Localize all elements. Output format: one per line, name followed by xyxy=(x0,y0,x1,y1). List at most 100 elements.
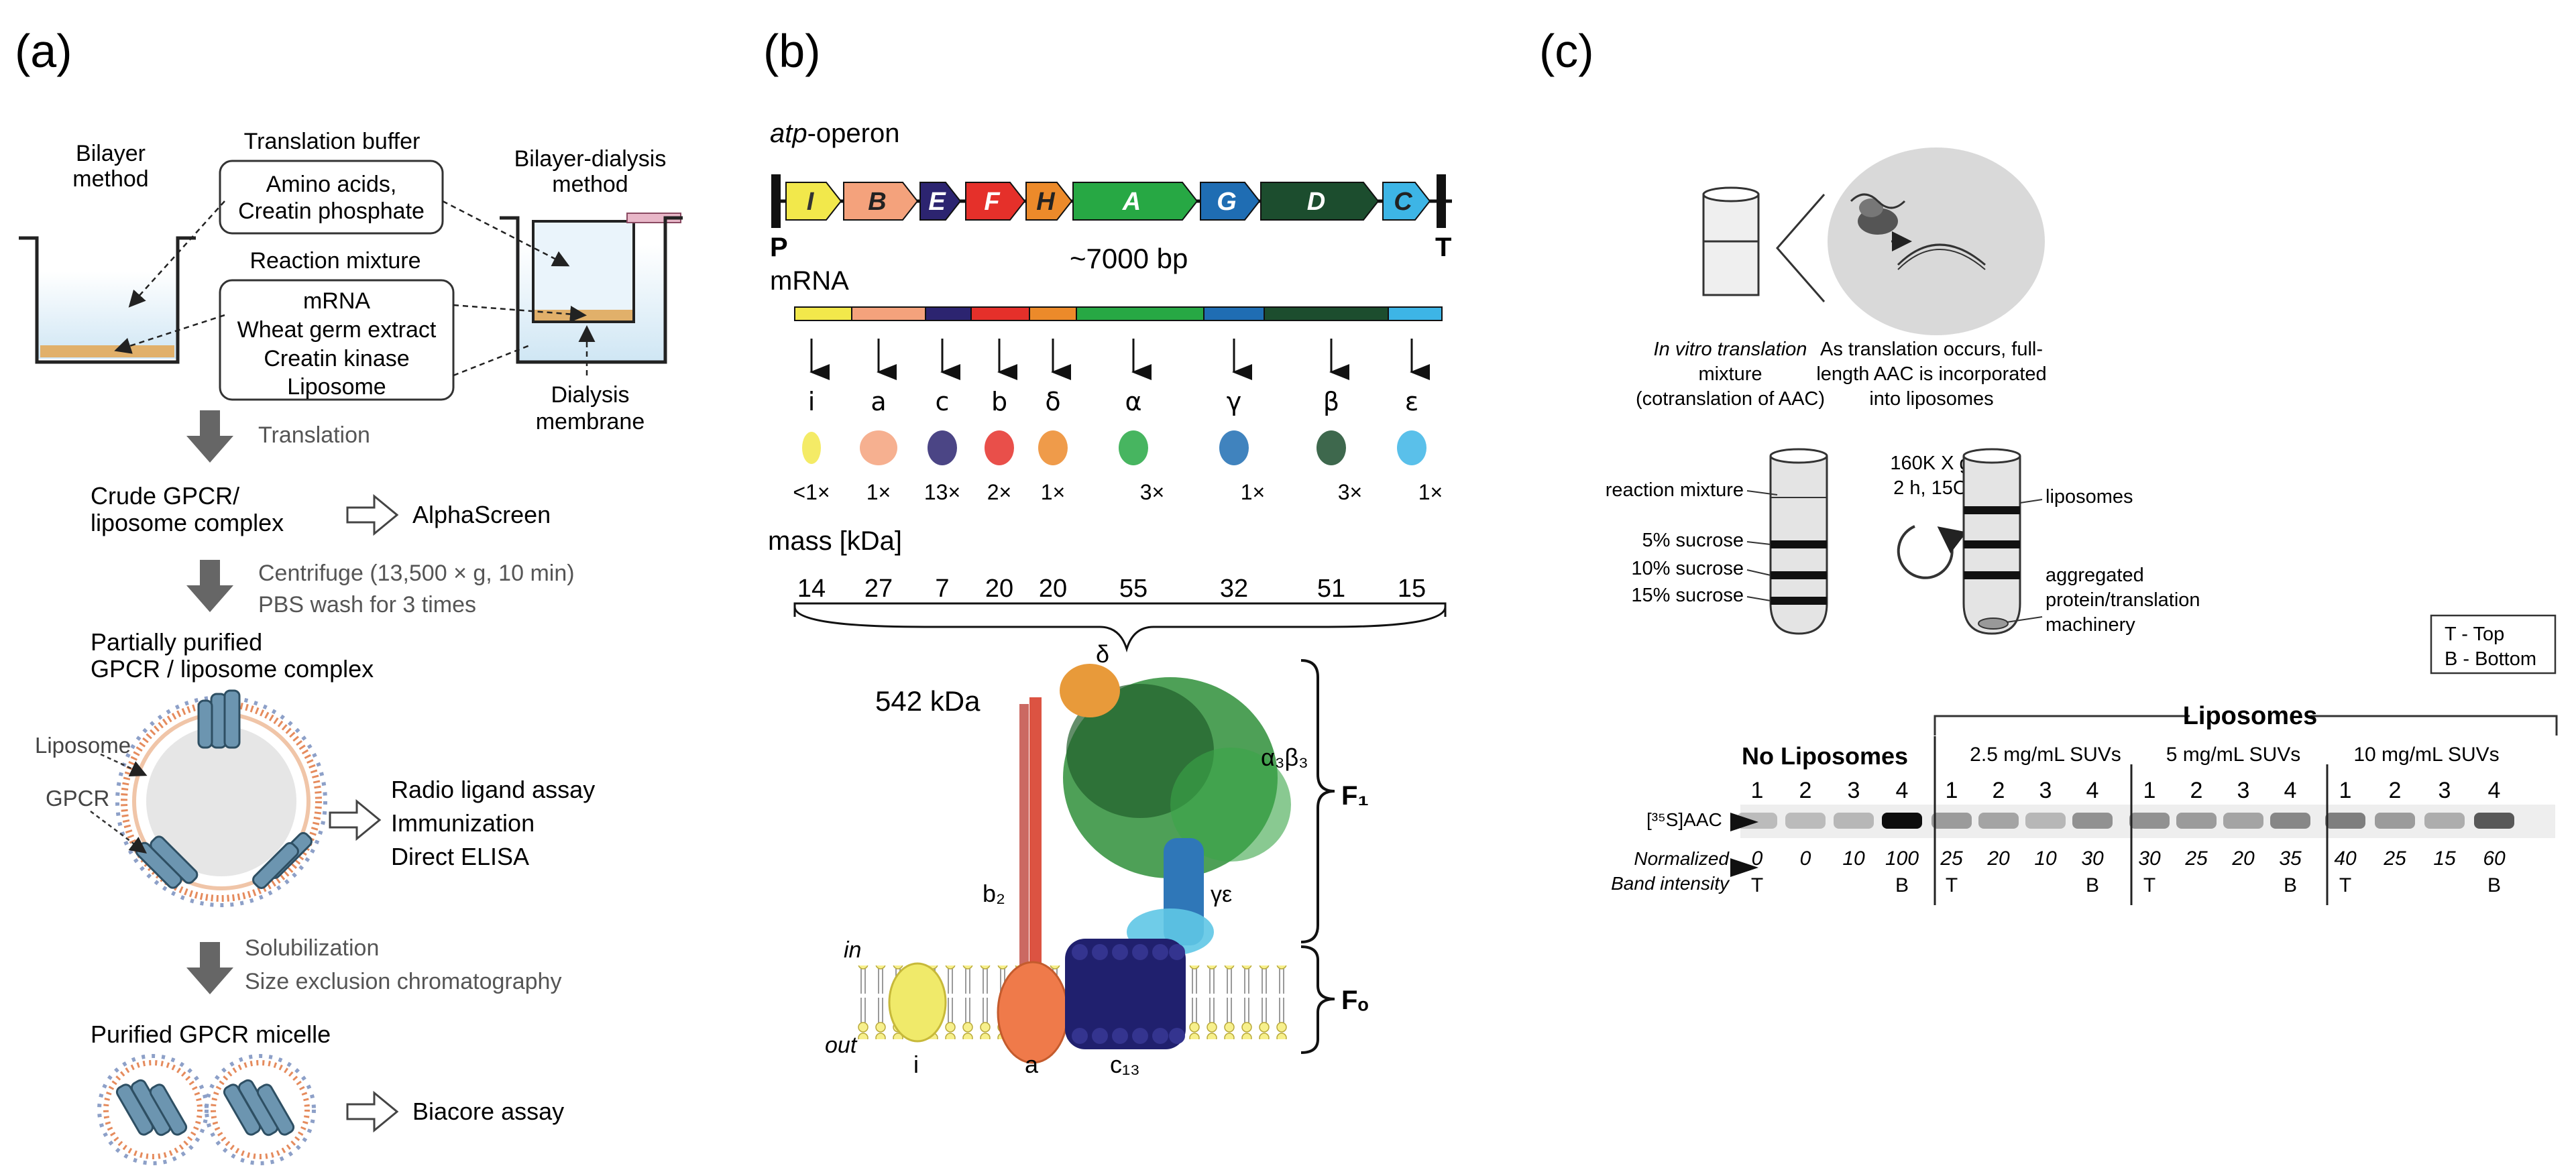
gene-label: I xyxy=(807,188,815,216)
dialysis-membrane-label-2: membrane xyxy=(536,409,645,434)
assay-label: Direct ELISA xyxy=(391,843,529,870)
gene-label: B xyxy=(868,188,886,216)
translation-buffer-item: Amino acids, xyxy=(266,172,397,197)
sucrose-label: 15% sucrose xyxy=(1631,585,1744,606)
crude-complex-label: Crude GPCR/ xyxy=(91,482,239,510)
spin-arrow-icon xyxy=(1897,525,1967,579)
legend-box xyxy=(2430,614,2557,675)
subunit-symbol: a xyxy=(871,387,886,416)
subunit-shape xyxy=(1038,430,1068,465)
gel-band xyxy=(2270,813,2310,829)
band-intensity: 35 xyxy=(2279,847,2302,870)
reaction-mixture-box xyxy=(219,279,455,401)
lane-number: 4 xyxy=(2488,778,2501,803)
band-intensity: 30 xyxy=(2138,847,2161,870)
subunit-symbol: b xyxy=(991,387,1007,416)
alpha3beta3-label: α₃β₃ xyxy=(1261,744,1308,771)
legend-bottom: B - Bottom xyxy=(2445,648,2536,670)
panel-a-label: (a) xyxy=(15,25,72,77)
subunit-shape xyxy=(1397,430,1426,465)
f1-label: F₁ xyxy=(1341,781,1369,811)
subunit-shape xyxy=(985,430,1014,465)
a-label: a xyxy=(1025,1051,1039,1078)
legend-top: T - Top xyxy=(2445,624,2504,645)
gel-band xyxy=(1978,813,2019,829)
lane-number: 4 xyxy=(1896,778,1909,803)
terminator-label: T xyxy=(1435,233,1451,262)
gene-arrow xyxy=(1072,182,1198,221)
reaction-mixture-item: mRNA xyxy=(303,288,370,314)
reaction-mixture-title: Reaction mixture xyxy=(249,248,421,274)
liposome-illustration xyxy=(115,689,327,907)
step-translation: Translation xyxy=(258,422,370,448)
gene-arrow xyxy=(1260,182,1380,221)
band-intensity: 20 xyxy=(1986,847,2010,870)
subunit-copies: <1× xyxy=(793,480,830,504)
biacore-label: Biacore assay xyxy=(412,1098,564,1125)
right-arrow-icon xyxy=(346,1090,399,1133)
bracket xyxy=(793,606,1447,653)
bilayer-well xyxy=(19,236,196,364)
fo-brace xyxy=(1300,945,1335,1054)
dialysis-well xyxy=(500,213,683,364)
gel-band xyxy=(2176,813,2217,829)
subunit-mass: 32 xyxy=(1220,575,1248,603)
down-arrow-icon xyxy=(186,410,233,463)
subunit-copies: 1× xyxy=(1041,480,1065,504)
as-translation-label-2: length AAC is incorporated xyxy=(1816,363,2046,385)
subunit-mass: 14 xyxy=(797,575,826,603)
step-solubilization: Solubilization xyxy=(245,935,379,961)
band-intensity: 25 xyxy=(1940,847,1963,870)
subunit-shape xyxy=(928,430,957,465)
band-intensity: 30 xyxy=(2081,847,2104,870)
gel-lanes xyxy=(1737,813,2514,829)
gel-band xyxy=(2424,813,2465,829)
gene-arrow xyxy=(1382,182,1431,221)
top-marker: T xyxy=(1751,874,1763,896)
mrna-bar xyxy=(794,306,1443,321)
gene-arrow xyxy=(919,182,962,221)
band-intensity: 0 xyxy=(1752,847,1763,870)
subunit-mass: 20 xyxy=(985,575,1013,603)
mrna-segment xyxy=(1076,306,1205,321)
reaction-mixture-item: Creatin kinase xyxy=(264,346,409,371)
lane-number: 1 xyxy=(1946,778,1958,803)
top-marker: T xyxy=(2339,874,2351,896)
subunit-copies: 3× xyxy=(1140,480,1164,504)
in-vitro-label-2: mixture xyxy=(1698,363,1762,385)
c-ring-shape xyxy=(1065,939,1186,1049)
gel-band xyxy=(2025,813,2066,829)
down-arrow-icon xyxy=(186,560,233,612)
gene-arrow xyxy=(1025,182,1073,221)
lane-number: 2 xyxy=(2389,778,2402,803)
subunit-mass: 20 xyxy=(1039,575,1067,603)
mrna-segment xyxy=(1388,306,1443,321)
lane-number: 4 xyxy=(2086,778,2099,803)
band-intensity: 25 xyxy=(2184,847,2208,870)
subunit-shape xyxy=(1219,430,1249,465)
subunit-i-shape xyxy=(888,962,947,1043)
in-vitro-label: In vitro translation xyxy=(1654,339,1807,360)
subunit-mass: 55 xyxy=(1119,575,1147,603)
gene-label: A xyxy=(1122,188,1141,216)
sucrose-label: 5% sucrose xyxy=(1642,530,1744,551)
band-intensity: 100 xyxy=(1885,847,1919,870)
operon-length: ~7000 bp xyxy=(1070,243,1188,274)
purified-micelle-label: Purified GPCR micelle xyxy=(91,1020,331,1048)
bottom-marker: B xyxy=(1895,874,1909,896)
normalized-label-2: Band intensity xyxy=(1611,873,1730,894)
mrna-segment xyxy=(1029,306,1077,321)
subunit-symbol: c xyxy=(936,387,950,416)
total-mass: 542 kDa xyxy=(875,685,981,717)
mrna-segment xyxy=(970,306,1030,321)
translation-tube xyxy=(1702,186,1826,302)
lane-number: 2 xyxy=(1993,778,2005,803)
group-header: 2.5 mg/mL SUVs xyxy=(1970,744,2121,766)
subunit-columns: i<1×14a1×27c13×7b2×20δ1×20α3×55γ1×32β3×5… xyxy=(793,339,1443,603)
promoter-block xyxy=(771,174,781,228)
subunit-shape xyxy=(802,432,821,464)
gel-band xyxy=(1785,813,1826,829)
